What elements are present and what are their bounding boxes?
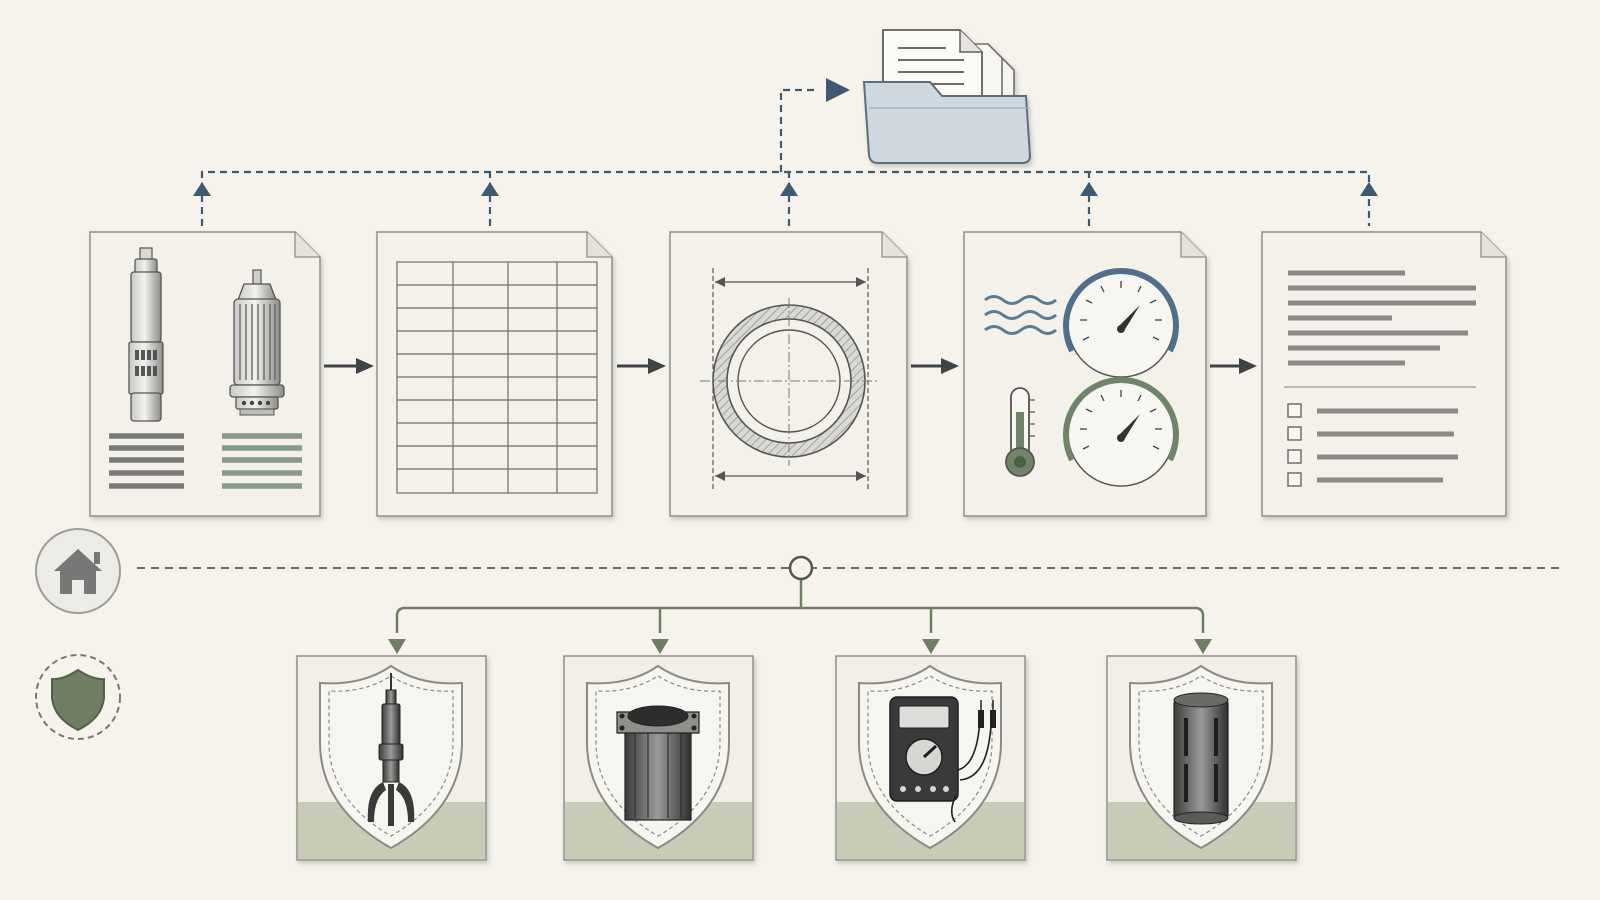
upload-arrowheads xyxy=(193,78,1378,196)
shield-icon xyxy=(51,668,105,732)
document-folder-icon xyxy=(862,29,1032,164)
pump-spec-bars xyxy=(109,433,302,489)
slotted-screen-pipe-icon xyxy=(1173,692,1229,825)
flanged-casing-pipe-icon xyxy=(616,705,700,821)
pressure-gauge-icon xyxy=(1063,268,1179,378)
archive-feed-lines xyxy=(200,88,1371,226)
report-checklist-icon xyxy=(1287,403,1458,487)
protection-card-electrical-testing xyxy=(835,655,1026,861)
home-marker[interactable] xyxy=(35,528,121,614)
shield-marker[interactable] xyxy=(35,654,121,740)
distribution-tree xyxy=(395,580,1205,633)
protection-card-well-screen xyxy=(1106,655,1297,861)
flow-arrows xyxy=(324,358,1257,374)
temperature-gauge-icon xyxy=(1063,377,1179,487)
submersible-pump-icon xyxy=(128,247,164,422)
report-text-lines-icon xyxy=(1288,270,1476,366)
stage-card-data-table xyxy=(376,231,613,517)
stage-card-monitoring xyxy=(963,231,1207,517)
pipe-cross-section-icon xyxy=(700,268,878,490)
protection-card-well-casing xyxy=(563,655,754,861)
pump-claw-grabber-icon xyxy=(367,673,415,826)
spreadsheet-grid-icon xyxy=(396,261,598,494)
tree-hub-node xyxy=(788,555,814,581)
multimeter-icon xyxy=(889,696,996,823)
thermometer-icon xyxy=(1005,387,1035,477)
protection-card-pump-retrieval xyxy=(296,655,487,861)
water-waves-icon xyxy=(984,295,1057,335)
house-icon xyxy=(54,549,102,594)
pump-motor-icon xyxy=(229,269,285,416)
tree-arrowheads xyxy=(388,639,1212,654)
